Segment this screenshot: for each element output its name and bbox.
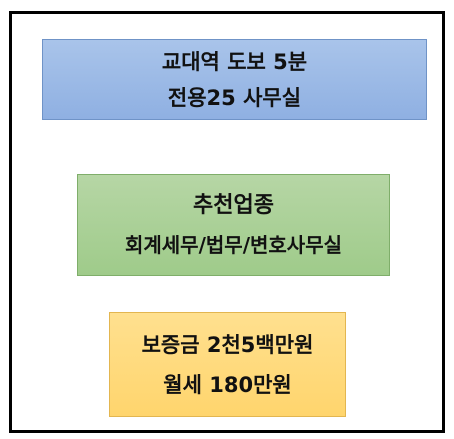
monthly-rent-text: 월세 180만원 — [163, 372, 292, 397]
outer-frame: 교대역 도보 5분 전용25 사무실 추천업종 회계세무/법무/변호사무실 보증… — [9, 11, 445, 433]
location-line-2: 전용25 사무실 — [167, 85, 302, 110]
price-box: 보증금 2천5백만원 월세 180만원 — [109, 312, 346, 417]
location-box: 교대역 도보 5분 전용25 사무실 — [42, 39, 427, 120]
deposit-text: 보증금 2천5백만원 — [141, 332, 314, 357]
business-box: 추천업종 회계세무/법무/변호사무실 — [77, 174, 390, 276]
business-title: 추천업종 — [193, 193, 274, 218]
location-line-1: 교대역 도보 5분 — [161, 49, 308, 74]
business-list: 회계세무/법무/변호사무실 — [124, 233, 342, 257]
